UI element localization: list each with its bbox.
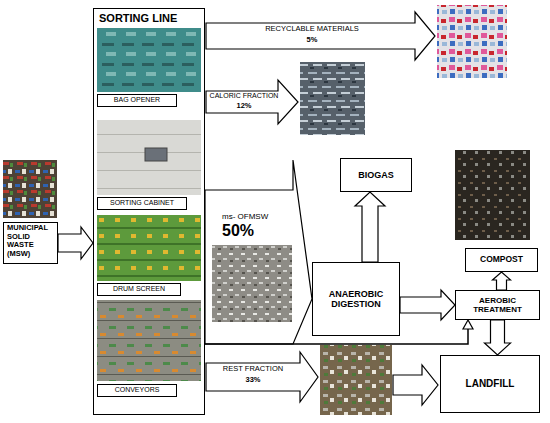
group-box: SORTING LINE BAG OPENER SORTING CABINET DRU… [93,8,205,415]
block-arrow [206,352,318,402]
box-label: SORTING CABINET [110,199,174,207]
flow-block-arrow [58,227,93,259]
caloric-photo [300,62,365,135]
process-box: COMPOST [465,248,538,272]
box-label: ANAEROBIC DIGESTION [316,289,396,310]
caption-box: DRUM SCREEN [97,283,181,296]
flow-block-arrow [400,290,455,320]
drum-photo [97,215,201,281]
box-label: COMPOST [480,255,523,265]
block-arrow [393,365,438,405]
recyclables-photo [437,5,507,78]
box-label: AEROBIC TREATMENT [459,296,536,314]
flow-label: RECYCLABLE MATERIALS [212,25,412,34]
compost-photo [455,150,530,240]
cabinet-photo [97,120,201,195]
organic-photo [212,245,292,322]
box-label: DRUM SCREEN [113,285,165,293]
arrow-head [463,320,473,329]
machine-photo [97,28,201,92]
rest-photo [320,345,392,415]
flow-block-arrow [355,192,385,262]
box-label: BIOGAS [358,170,394,180]
process-box: ANAEROBIC DIGESTION [312,262,400,336]
block-arrow [206,12,435,60]
flow-label: 33% [206,376,300,385]
caption-box: CONVEYORS [97,384,177,397]
caption-box: SORTING CABINET [97,197,187,210]
conveyor-photo [97,300,201,381]
flow-label: 5% [212,36,412,45]
flow-block-arrow [205,160,312,344]
waste-photo [3,160,57,218]
flow-block-arrow [493,272,511,290]
flow-label: CALORIC FRACTION [206,92,282,100]
flow-label: REST FRACTION [206,365,300,374]
box-label: BAG OPENER [114,96,160,104]
group-heading: SORTING LINE [99,12,177,24]
flow-label: 12% [206,102,282,111]
caption-box: BAG OPENER [97,94,177,107]
process-box: AEROBIC TREATMENT [455,290,540,320]
source-box: MUNICIPAL SOLID WASTE (MSW) [3,222,58,264]
cabinet-window [145,148,167,161]
block-arrow [206,80,298,124]
flow-label: 50% [222,222,282,240]
process-box: LANDFILL [440,355,540,413]
box-label: LANDFILL [466,378,515,390]
process-box: BIOGAS [340,158,412,192]
box-label: MUNICIPAL SOLID WASTE (MSW) [7,224,54,259]
box-label: CONVEYORS [115,386,160,394]
flow-label: ms- OFMSW [222,212,302,221]
flow-block-arrow [485,320,511,355]
